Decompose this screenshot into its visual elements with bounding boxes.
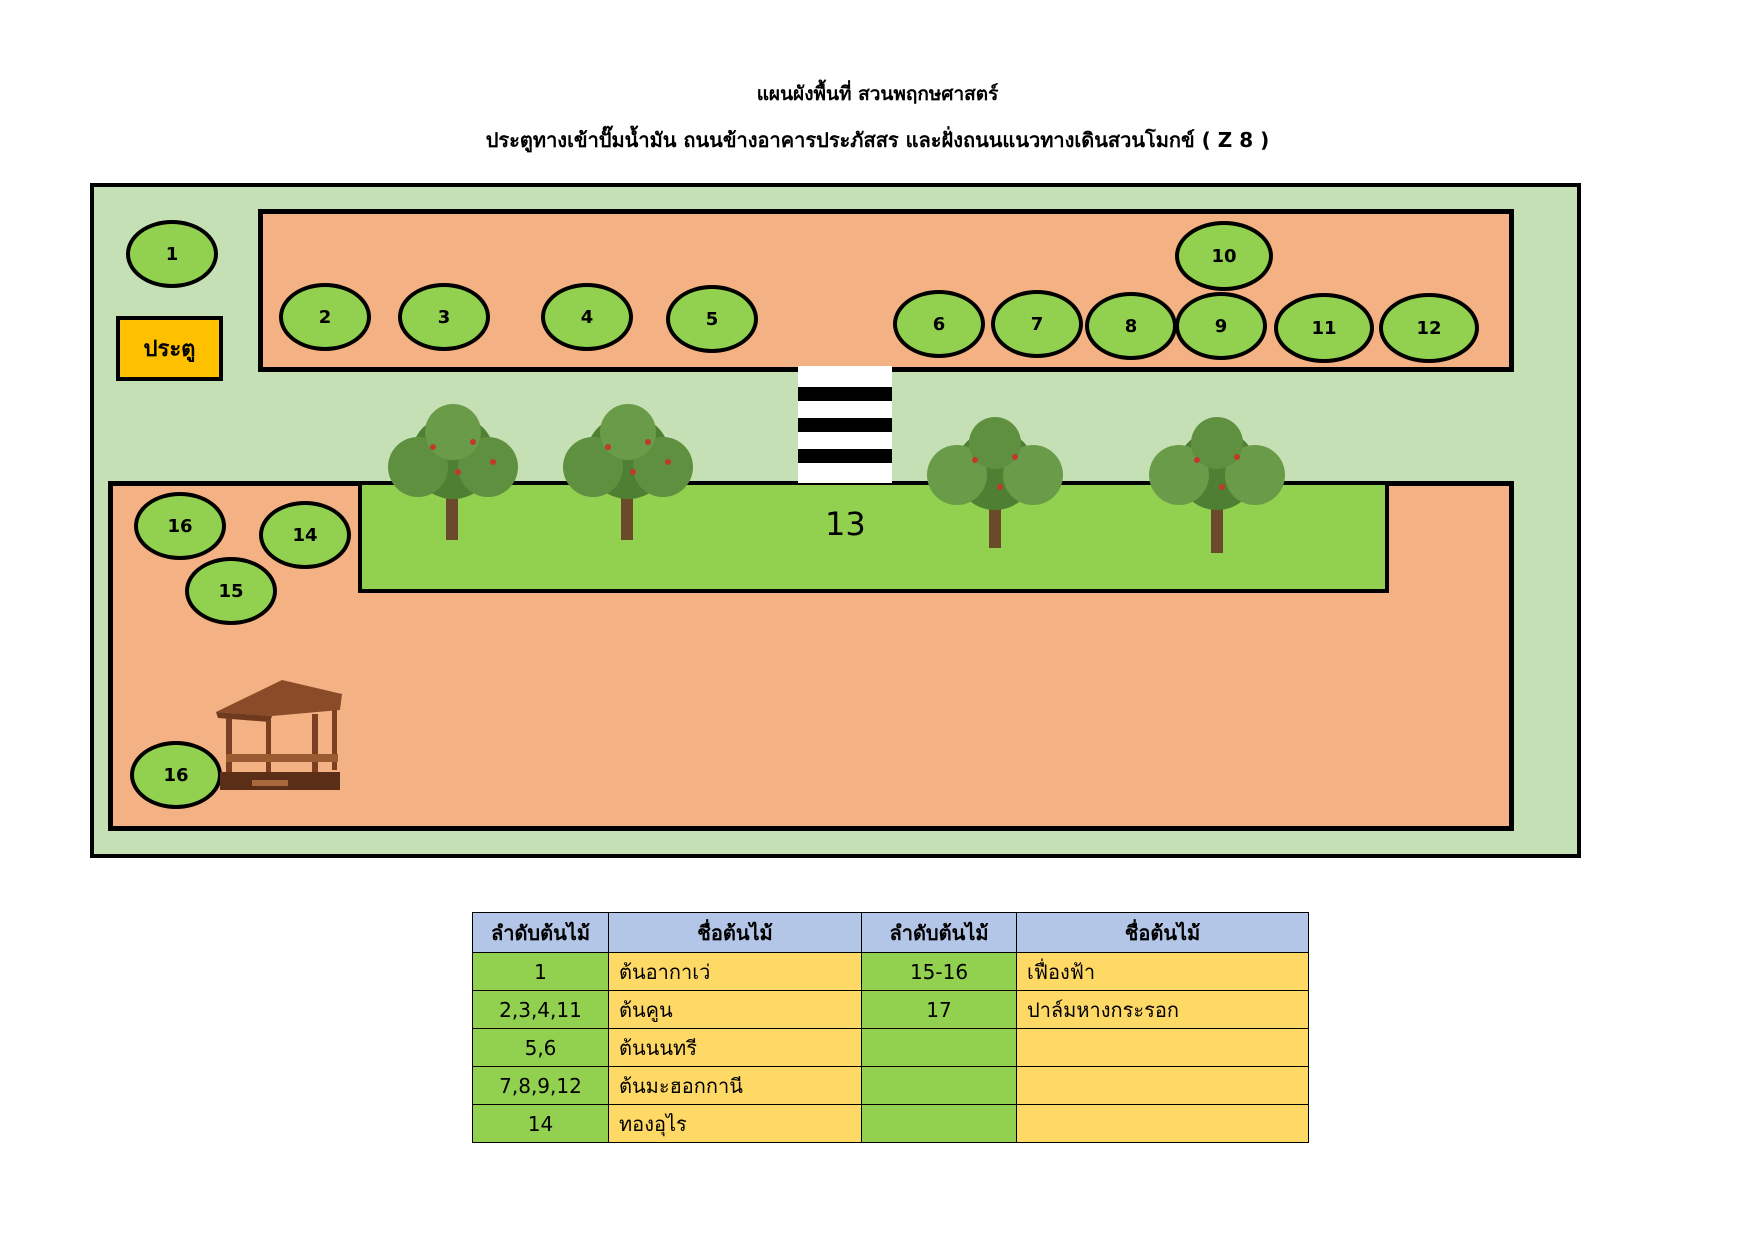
crosswalk-stripe — [798, 449, 892, 463]
legend-name-cell — [1016, 1104, 1309, 1143]
plant-marker-16-top: 16 — [134, 492, 226, 560]
legend-number-cell — [861, 1028, 1017, 1067]
plant-marker-10: 10 — [1175, 221, 1273, 291]
table-row: 1 ต้นอากาเว่ 15-16 เฟื่องฟ้า — [472, 952, 1309, 991]
legend-header-cell: ลำดับต้นไม้ — [861, 912, 1017, 953]
legend-number-cell: 7,8,9,12 — [472, 1066, 609, 1105]
legend-number-cell: 17 — [861, 990, 1017, 1029]
page-title: แผนผังพื้นที่ สวนพฤกษศาสตร์ — [756, 83, 999, 105]
legend-name-cell: เฟื่องฟ้า — [1016, 952, 1309, 991]
legend-name-cell: ต้นนนทรี — [608, 1028, 862, 1067]
plant-marker-12: 12 — [1379, 293, 1479, 363]
legend-number-cell — [861, 1104, 1017, 1143]
legend-header-cell: ชื่อต้นไม้ — [608, 912, 862, 953]
plant-marker-11: 11 — [1274, 293, 1374, 363]
tree-icon — [1149, 417, 1285, 553]
legend-number-cell: 14 — [472, 1104, 609, 1143]
gate-marker: ประตู — [116, 316, 223, 381]
plant-marker-7: 7 — [991, 290, 1083, 358]
legend-number-cell: 1 — [472, 952, 609, 991]
page-subtitle: ประตูทางเข้าปั๊มน้ำมัน ถนนข้างอาคารประภั… — [485, 128, 1270, 152]
tree-icon — [927, 417, 1063, 548]
plant-marker-3: 3 — [398, 283, 490, 351]
legend-name-cell — [1016, 1028, 1309, 1067]
legend-header-cell: ลำดับต้นไม้ — [472, 912, 609, 953]
crosswalk-stripe — [798, 387, 892, 401]
legend-name-cell: ต้นคูน — [608, 990, 862, 1029]
plant-marker-9: 9 — [1175, 292, 1267, 360]
legend-header-cell: ชื่อต้นไม้ — [1016, 912, 1309, 953]
plant-marker-16-bottom: 16 — [130, 741, 222, 809]
legend-number-cell: 2,3,4,11 — [472, 990, 609, 1029]
table-row: 7,8,9,12 ต้นมะฮอกกานี — [472, 1066, 1309, 1105]
plant-marker-8: 8 — [1085, 292, 1177, 360]
legend-number-cell: 5,6 — [472, 1028, 609, 1067]
plant-marker-6: 6 — [893, 290, 985, 358]
crosswalk-stripe — [798, 418, 892, 432]
tree-icon — [388, 404, 518, 540]
legend-header-row: ลำดับต้นไม้ ชื่อต้นไม้ ลำดับต้นไม้ ชื่อต… — [472, 912, 1309, 953]
legend-name-cell: ปาล์มหางกระรอก — [1016, 990, 1309, 1029]
lawn-label: 13 — [825, 505, 866, 543]
tree-icon — [563, 404, 693, 540]
plant-marker-15: 15 — [185, 557, 277, 625]
plant-marker-2: 2 — [279, 283, 371, 351]
plant-marker-5: 5 — [666, 285, 758, 353]
legend-number-cell — [861, 1066, 1017, 1105]
legend-name-cell: ทองอุไร — [608, 1104, 862, 1143]
table-row: 2,3,4,11 ต้นคูน 17 ปาล์มหางกระรอก — [472, 990, 1309, 1029]
plant-marker-14: 14 — [259, 501, 351, 569]
table-row: 14 ทองอุไร — [472, 1104, 1309, 1143]
legend-table: ลำดับต้นไม้ ชื่อต้นไม้ ลำดับต้นไม้ ชื่อต… — [472, 912, 1309, 1143]
legend-name-cell — [1016, 1066, 1309, 1105]
legend-number-cell: 15-16 — [861, 952, 1017, 991]
legend-name-cell: ต้นมะฮอกกานี — [608, 1066, 862, 1105]
gazebo-icon — [216, 680, 342, 790]
crosswalk — [798, 366, 892, 483]
table-row: 5,6 ต้นนนทรี — [472, 1028, 1309, 1067]
plant-marker-1: 1 — [126, 220, 218, 288]
legend-name-cell: ต้นอากาเว่ — [608, 952, 862, 991]
plant-marker-4: 4 — [541, 283, 633, 351]
